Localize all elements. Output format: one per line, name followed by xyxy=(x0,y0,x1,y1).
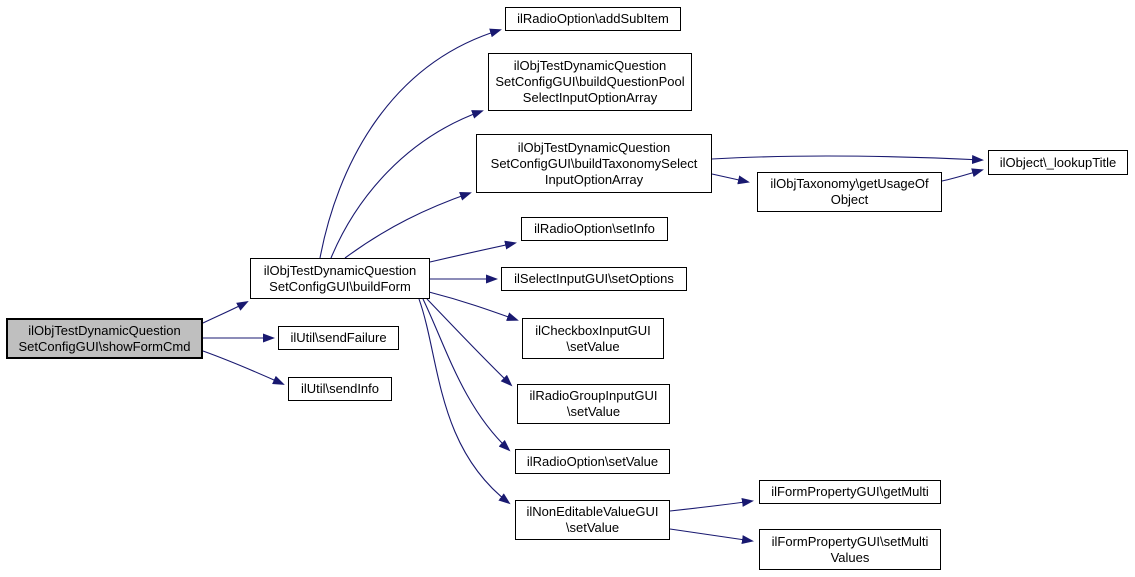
edge-showFormCmd-buildForm xyxy=(202,301,249,324)
edge-buildForm-buildTaxonomySelect xyxy=(344,192,472,259)
edge-buildTaxonomySelect-getUsageOfObject xyxy=(711,173,750,185)
node-set-multi-values[interactable]: ilFormPropertyGUI\setMulti Values xyxy=(759,529,941,570)
node-build-taxonomy-select[interactable]: ilObjTestDynamicQuestion SetConfigGUI\bu… xyxy=(476,134,712,193)
node-label: ilUtil\sendInfo xyxy=(300,381,380,396)
node-label: ilSelectInputGUI\setOptions xyxy=(514,271,674,286)
node-label: ilUtil\sendFailure xyxy=(290,330,387,345)
node-label: ilNonEditableValueGUI \setValue xyxy=(526,504,659,535)
edge-buildTaxonomySelect-lookupTitle xyxy=(711,155,984,165)
node-checkbox-set-value[interactable]: ilCheckboxInputGUI \setValue xyxy=(522,318,664,359)
node-radio-group-set-value[interactable]: ilRadioGroupInputGUI \setValue xyxy=(517,384,670,424)
edge-buildForm-buildQuestionPool xyxy=(330,110,484,259)
edge-buildForm-nonEditableSetValue xyxy=(418,298,511,505)
node-lookup-title[interactable]: ilObject\_lookupTitle xyxy=(988,150,1128,175)
node-send-failure[interactable]: ilUtil\sendFailure xyxy=(278,326,399,350)
edge-nonEditableSetValue-getMulti xyxy=(669,497,754,512)
node-label: ilObjTestDynamicQuestion SetConfigGUI\bu… xyxy=(495,58,685,105)
edge-buildForm-radioOptionSetValue xyxy=(422,298,511,452)
node-send-info[interactable]: ilUtil\sendInfo xyxy=(288,377,392,401)
node-label: ilObjTaxonomy\getUsageOf Object xyxy=(770,176,929,207)
node-show-form-cmd: ilObjTestDynamicQuestion SetConfigGUI\sh… xyxy=(6,318,203,359)
node-label: ilRadioOption\addSubItem xyxy=(517,11,669,26)
node-radio-option-set-value[interactable]: ilRadioOption\setValue xyxy=(515,449,670,474)
edge-buildForm-checkboxSetValue xyxy=(428,291,519,321)
node-label: ilObject\_lookupTitle xyxy=(999,154,1117,170)
node-label: ilFormPropertyGUI\setMulti Values xyxy=(771,533,929,565)
node-label: ilObjTestDynamicQuestion SetConfigGUI\bu… xyxy=(263,262,417,294)
node-label: ilObjTestDynamicQuestion SetConfigGUI\bu… xyxy=(490,139,698,187)
edge-showFormCmd-sendInfo xyxy=(202,350,285,385)
node-get-usage-of-object[interactable]: ilObjTaxonomy\getUsageOf Object xyxy=(757,172,942,212)
node-build-question-pool[interactable]: ilObjTestDynamicQuestion SetConfigGUI\bu… xyxy=(488,53,692,111)
node-label: ilCheckboxInputGUI \setValue xyxy=(535,322,651,354)
node-set-options[interactable]: ilSelectInputGUI\setOptions xyxy=(501,267,687,291)
edge-getUsageOfObject-lookupTitle xyxy=(941,168,984,182)
node-label: ilObjTestDynamicQuestion SetConfigGUI\sh… xyxy=(18,322,191,354)
node-add-sub-item[interactable]: ilRadioOption\addSubItem xyxy=(505,7,681,31)
edge-nonEditableSetValue-setMultiValues xyxy=(669,528,754,545)
node-get-multi[interactable]: ilFormPropertyGUI\getMulti xyxy=(759,480,941,504)
node-set-info[interactable]: ilRadioOption\setInfo xyxy=(521,217,668,241)
edge-buildForm-radioGroupSetValue xyxy=(426,298,513,387)
node-build-form[interactable]: ilObjTestDynamicQuestion SetConfigGUI\bu… xyxy=(250,258,430,299)
edge-buildForm-addSubItem xyxy=(319,28,502,259)
edge-buildForm-setInfo xyxy=(429,240,517,263)
node-label: ilRadioGroupInputGUI \setValue xyxy=(529,388,658,419)
node-label: ilRadioOption\setValue xyxy=(526,453,659,469)
node-label: ilRadioOption\setInfo xyxy=(534,221,655,236)
node-non-editable-set-value[interactable]: ilNonEditableValueGUI \setValue xyxy=(515,500,670,540)
node-label: ilFormPropertyGUI\getMulti xyxy=(771,484,929,499)
